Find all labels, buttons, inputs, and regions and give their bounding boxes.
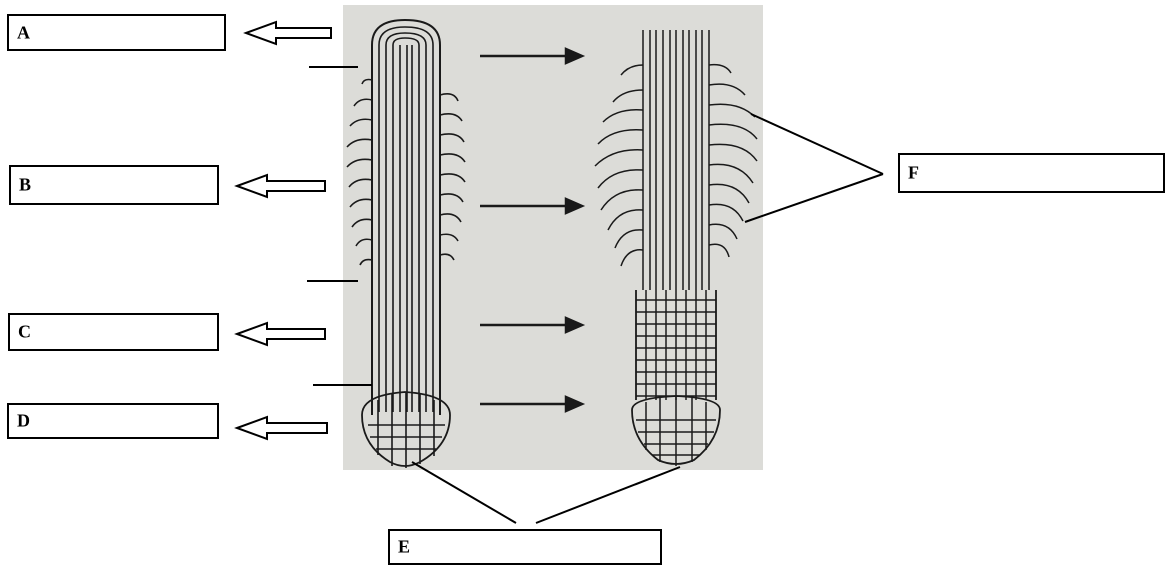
label-f: F xyxy=(908,163,919,184)
label-c: C xyxy=(18,322,31,343)
label-b: B xyxy=(19,175,31,196)
label-box-e[interactable]: E xyxy=(388,529,662,565)
hollow-arrows xyxy=(237,22,331,439)
label-a: A xyxy=(17,22,30,43)
arrow-to-a xyxy=(246,22,331,44)
arrow-to-c xyxy=(237,323,325,345)
label-box-a[interactable]: A xyxy=(7,14,226,51)
label-d: D xyxy=(17,411,30,432)
arrow-to-b xyxy=(237,175,325,197)
arrow-to-d xyxy=(237,417,327,439)
label-box-f[interactable]: F xyxy=(898,153,1165,193)
label-box-b[interactable]: B xyxy=(9,165,219,205)
label-box-d[interactable]: D xyxy=(7,403,219,439)
label-box-c[interactable]: C xyxy=(8,313,219,351)
label-e: E xyxy=(398,537,410,558)
